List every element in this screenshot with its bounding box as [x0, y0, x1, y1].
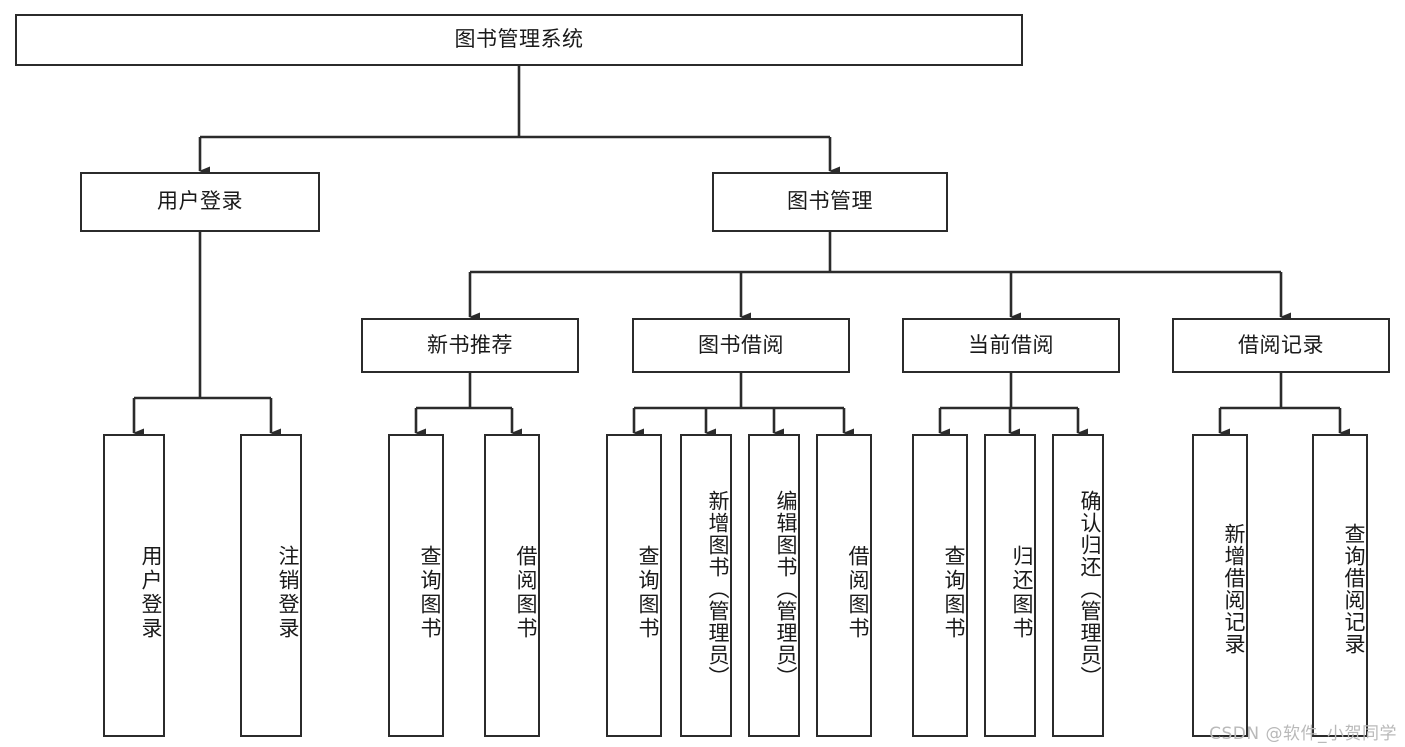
node-label: 查询借阅记录 — [1342, 522, 1366, 655]
node-label: 借阅记录 — [1238, 332, 1324, 357]
node-leaf-user-login[interactable]: 用户登录 — [103, 434, 165, 737]
node-new-book-rec[interactable]: 新书推荐 — [361, 318, 579, 373]
watermark-text: CSDN @软件_小贺同学 — [1209, 724, 1397, 744]
node-user-login[interactable]: 用户登录 — [80, 172, 320, 232]
node-leaf-cur-confirm[interactable]: 确认归还（管理员） — [1052, 434, 1104, 737]
node-label: 用户登录 — [139, 544, 163, 641]
node-label: 用户登录 — [157, 189, 243, 214]
node-label: 借阅图书 — [846, 544, 870, 641]
node-label: 图书管理系统 — [454, 27, 584, 52]
node-label: 查询图书 — [418, 544, 442, 641]
node-leaf-bor-add[interactable]: 新增图书（管理员） — [680, 434, 732, 737]
node-label: 借阅图书 — [514, 544, 538, 641]
node-leaf-cur-query[interactable]: 查询图书 — [912, 434, 968, 737]
node-current-borrow[interactable]: 当前借阅 — [902, 318, 1120, 373]
node-label: 新增借阅记录 — [1222, 522, 1246, 655]
node-root[interactable]: 图书管理系统 — [15, 14, 1023, 66]
node-label: 当前借阅 — [968, 332, 1054, 357]
node-label: 图书管理 — [787, 189, 873, 214]
node-leaf-bor-edit[interactable]: 编辑图书（管理员） — [748, 434, 800, 737]
node-leaf-rec-query2[interactable]: 查询借阅记录 — [1312, 434, 1368, 737]
node-label: 编辑图书（管理员） — [774, 489, 798, 688]
node-leaf-rec-query[interactable]: 查询图书 — [388, 434, 444, 737]
node-leaf-rec-borrow[interactable]: 借阅图书 — [484, 434, 540, 737]
node-leaf-bor-query[interactable]: 查询图书 — [606, 434, 662, 737]
node-leaf-rec-add[interactable]: 新增借阅记录 — [1192, 434, 1248, 737]
node-borrow-record[interactable]: 借阅记录 — [1172, 318, 1390, 373]
node-label: 新书推荐 — [427, 332, 513, 357]
node-label: 注销登录 — [276, 544, 300, 641]
connector-lines — [132, 66, 1350, 438]
node-leaf-cur-return[interactable]: 归还图书 — [984, 434, 1036, 737]
node-label: 归还图书 — [1010, 544, 1034, 641]
node-book-borrow[interactable]: 图书借阅 — [632, 318, 850, 373]
node-label: 图书借阅 — [698, 332, 784, 357]
node-leaf-user-logout[interactable]: 注销登录 — [240, 434, 302, 737]
node-label: 新增图书（管理员） — [706, 489, 730, 688]
node-book-manage[interactable]: 图书管理 — [712, 172, 948, 232]
node-leaf-bor-lend[interactable]: 借阅图书 — [816, 434, 872, 737]
node-label: 查询图书 — [942, 544, 966, 641]
node-label: 查询图书 — [636, 544, 660, 641]
node-label: 确认归还（管理员） — [1078, 489, 1102, 688]
